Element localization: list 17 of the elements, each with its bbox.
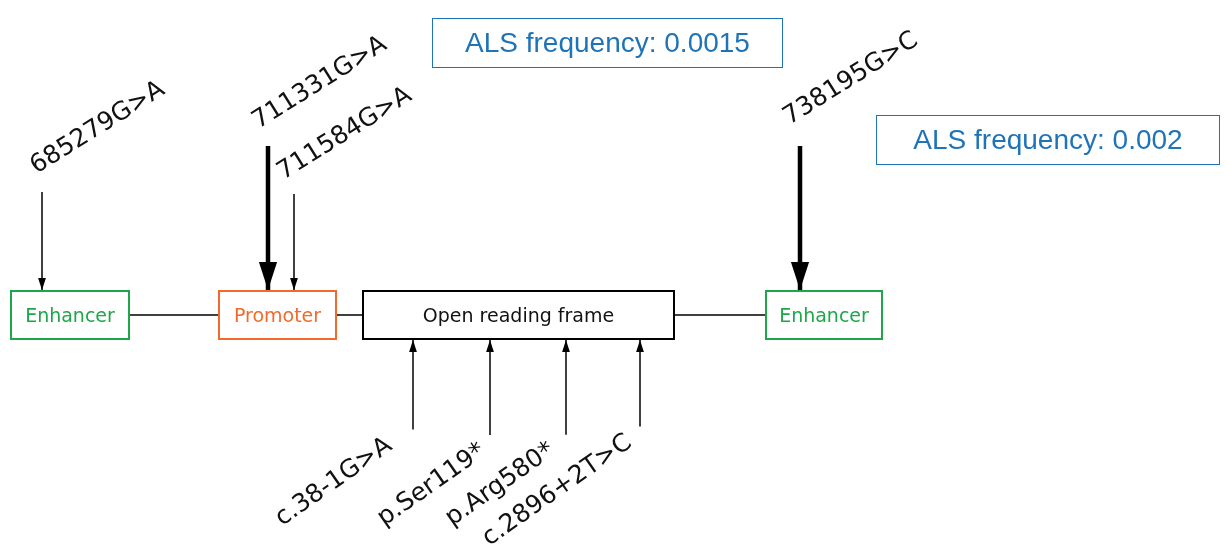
- region-box: Promoter: [218, 290, 337, 340]
- arrow: [636, 339, 644, 428]
- arrow: [258, 146, 278, 290]
- arrow: [290, 193, 298, 291]
- arrow: [562, 339, 570, 436]
- region-box: Open reading frame: [362, 290, 675, 340]
- arrow: [486, 339, 494, 436]
- region-box: Enhancer: [765, 290, 883, 340]
- connector-line: [674, 314, 766, 316]
- frequency-box: ALS frequency: 0.0015: [432, 18, 783, 68]
- region-box: Enhancer: [10, 290, 130, 340]
- connector-line: [336, 314, 363, 316]
- arrow: [790, 146, 810, 290]
- frequency-box: ALS frequency: 0.002: [876, 115, 1220, 165]
- arrow: [409, 339, 417, 431]
- arrow: [38, 191, 46, 291]
- connector-line: [129, 314, 219, 316]
